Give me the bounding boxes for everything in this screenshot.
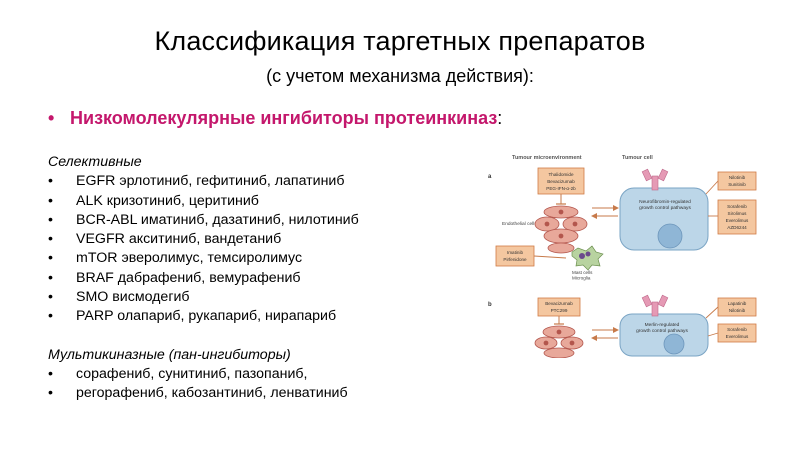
svg-text:Bevacizumab: Bevacizumab	[545, 301, 573, 306]
svg-text:PTC299: PTC299	[551, 308, 568, 313]
inhibit-line-3	[705, 180, 719, 195]
svg-text:PEG-IFN-α-2b: PEG-IFN-α-2b	[546, 186, 576, 191]
list-item: регорафениб, кабозантиниб, ленватиниб	[48, 384, 359, 404]
list-item: EGFR эрлотиниб, гефитиниб, лапатиниб	[48, 172, 359, 192]
list-item: VEGFR акситиниб, вандетаниб	[48, 230, 359, 250]
drug-box-r2: Sorafenib Sirolimus Everolimus AZD6244	[717, 199, 757, 235]
drug-box-b1: Bevacizumab PTC299	[537, 297, 581, 317]
panel-a-label: a	[488, 174, 492, 180]
drug-box-r1: Nilotinib Sunitinib	[717, 171, 757, 191]
endothelial-cells-b	[534, 325, 584, 359]
tumour-cell-b: Merlin-regulated growth control pathways	[619, 313, 709, 357]
svg-text:Sorafenib: Sorafenib	[727, 327, 747, 332]
svg-text:Imatinib: Imatinib	[507, 250, 524, 255]
section-heading-text: Низкомолекулярные ингибиторы протеинкина…	[70, 108, 498, 128]
header-tumour-cell: Tumour cell	[622, 155, 653, 161]
svg-text:Nilotinib: Nilotinib	[729, 308, 746, 313]
mechanism-figure: Tumour microenvironment Tumour cell a b …	[480, 148, 780, 359]
svg-text:Sorafenib: Sorafenib	[727, 204, 747, 209]
header-microenvironment: Tumour microenvironment	[512, 155, 582, 161]
endothelial-cells	[534, 205, 588, 254]
svg-text:Neurofibromin-regulated: Neurofibromin-regulated	[639, 199, 691, 205]
svg-text:AZD6244: AZD6244	[727, 225, 747, 230]
selective-list: EGFR эрлотиниб, гефитиниб, лапатиниб ALK…	[48, 172, 359, 327]
panel-b-label: b	[488, 302, 492, 308]
selective-label: Селективные	[48, 154, 142, 170]
svg-text:Lapatinib: Lapatinib	[728, 301, 747, 306]
section-heading-colon: :	[497, 108, 503, 128]
section-heading: • Низкомолекулярные ингибиторы протеинкин…	[48, 108, 502, 129]
receptor-b	[641, 294, 669, 317]
svg-text:Merlin-regulated: Merlin-regulated	[645, 322, 680, 328]
page-title: Классификация таргетных препаратов	[154, 26, 646, 56]
svg-text:Sunitinib: Sunitinib	[728, 182, 746, 187]
multikinase-list: сорафениб, сунитиниб, пазопаниб, регораф…	[48, 365, 359, 404]
bullet-marker: •	[48, 108, 55, 128]
drug-box-a1: Thalidomide Bevacizumab PEG-IFN-α-2b	[537, 167, 585, 195]
list-item: BRAF дабрафениб, вемурафениб	[48, 269, 359, 289]
endothelial-label: Endothelial cells	[502, 221, 537, 227]
tumour-cell-a: Neurofibromin-regulated growth control p…	[619, 187, 709, 251]
list-item: PARP олапариб, рукапариб, нирапариб	[48, 307, 359, 327]
list-item: сорафениб, сунитиниб, пазопаниб,	[48, 365, 359, 385]
list-item: mTOR эверолимус, темсиролимус	[48, 249, 359, 269]
list-item: SMO висмодегиб	[48, 288, 359, 308]
svg-text:Bevacizumab: Bevacizumab	[547, 179, 575, 184]
svg-text:Everolimus: Everolimus	[726, 218, 749, 223]
list-item: ALK кризотиниб, церитиниб	[48, 192, 359, 212]
svg-text:Thalidomide: Thalidomide	[548, 172, 573, 177]
mechanism-diagram: Tumour microenvironment Tumour cell a b …	[488, 155, 757, 359]
svg-text:growth control pathways: growth control pathways	[636, 328, 688, 334]
page-subtitle: (с учетом механизма действия):	[266, 66, 534, 86]
svg-text:Pirfenidone: Pirfenidone	[503, 257, 527, 262]
inhibit-line-5	[705, 306, 719, 319]
mast-cells	[571, 245, 604, 271]
svg-text:Nilotinib: Nilotinib	[729, 175, 746, 180]
inhibit-line-6	[707, 332, 719, 337]
spacer	[48, 327, 359, 346]
svg-text:Everolimus: Everolimus	[726, 334, 749, 339]
svg-text:Sirolimus: Sirolimus	[728, 211, 748, 216]
receptor-a	[641, 168, 669, 191]
svg-text:growth control pathways: growth control pathways	[639, 205, 691, 211]
inhibit-line-2	[533, 255, 567, 259]
multikinase-label: Мультикиназные (пан-ингибиторы)	[48, 346, 291, 363]
drug-box-r4: Sorafenib Everolimus	[717, 323, 757, 343]
drug-box-r3: Lapatinib Nilotinib	[717, 297, 757, 317]
drug-list: Селективные EGFR эрлотиниб, гефитиниб, л…	[48, 153, 359, 404]
drug-box-a2: Imatinib Pirfenidone	[495, 245, 535, 267]
list-item: BCR-ABL иматиниб, дазатиниб, нилотиниб	[48, 211, 359, 231]
